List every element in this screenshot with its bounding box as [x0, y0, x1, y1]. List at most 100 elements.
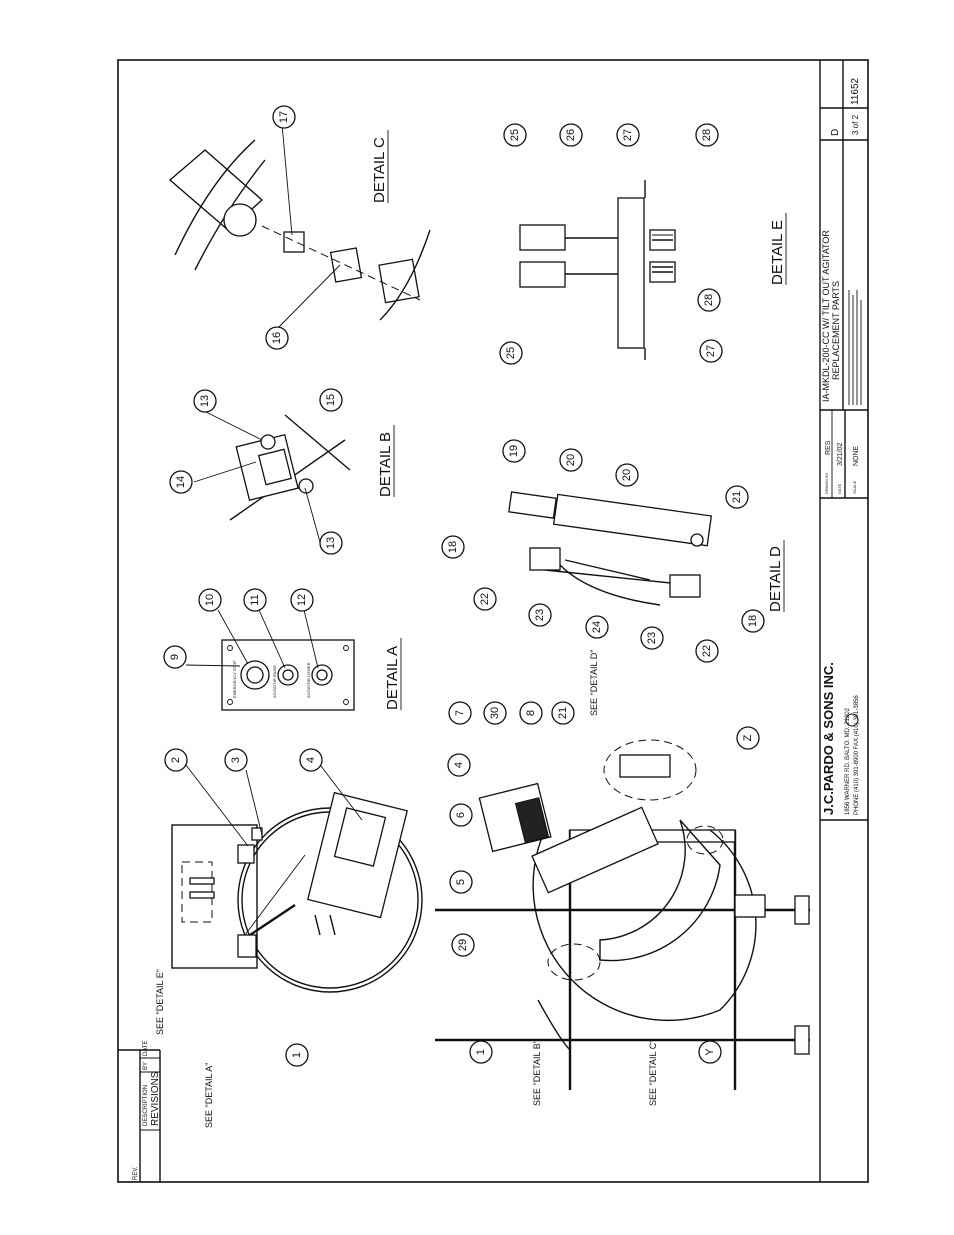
kettle-top-view [171, 791, 423, 993]
balloon-1: 1 [285, 1043, 309, 1067]
balloon-20-left: 20 [559, 448, 583, 472]
revisions-block: REVISIONS REV. DESCRIPTION BY DATE [118, 1040, 161, 1182]
see-detail-a-ref: SEE "DETAIL A" [204, 1063, 214, 1128]
svg-text:17: 17 [278, 111, 290, 123]
balloon-21: 21 [725, 485, 749, 509]
date-label: DATE [837, 483, 842, 494]
svg-text:11: 11 [249, 594, 261, 605]
title-block: J.C.PARDO & SONS INC. 1856 WARNER RD. BA… [819, 60, 868, 1182]
svg-text:22: 22 [701, 645, 713, 657]
svg-text:14: 14 [175, 476, 187, 488]
balloon-15: 15 [319, 388, 343, 412]
balloon-side-7: 7 [448, 701, 472, 725]
svg-text:25: 25 [505, 347, 517, 359]
detail-e-manifold [519, 180, 676, 360]
balloon-18-bottom: 18 [741, 609, 765, 633]
svg-text:3: 3 [230, 757, 242, 763]
revisions-header: REVISIONS [150, 1071, 161, 1126]
cylinder-body [552, 493, 713, 547]
balloon-26: 26 [559, 123, 583, 147]
manifold-body [617, 197, 645, 349]
svg-text:4: 4 [305, 757, 317, 763]
svg-text:8: 8 [525, 710, 537, 716]
balloon-17: 17 [272, 105, 296, 129]
balloon-side-30: 30 [483, 701, 507, 725]
svg-text:27: 27 [705, 345, 717, 357]
balloon-20-right: 20 [615, 463, 639, 487]
svg-text:Y: Y [704, 1048, 716, 1056]
svg-text:10: 10 [204, 594, 216, 606]
balloon-side-4: 4 [447, 753, 471, 777]
balloon-side-Y: Y [698, 1040, 722, 1064]
see-detail-c-ref: SEE "DETAIL C" [648, 1040, 658, 1106]
balloon-22-bottom: 22 [695, 639, 719, 663]
valve-assembly [237, 934, 257, 958]
svg-text:2: 2 [170, 757, 182, 763]
detail-c-label: DETAIL C [371, 137, 388, 203]
svg-text:9: 9 [169, 654, 181, 660]
drawing-number: 11652 [850, 77, 861, 105]
balloon-2: 2 [164, 748, 188, 772]
drawn-by-value: RES [825, 440, 832, 455]
balloon-side-29: 29 [451, 933, 475, 957]
callout-leaders [185, 123, 363, 936]
company-address: 1856 WARNER RD. BALTO. MD. 21202 [845, 707, 851, 815]
balloon-28-top: 28 [695, 123, 719, 147]
balloon-side-1: 1 [469, 1040, 493, 1064]
agitator-shaft [249, 904, 296, 936]
balloon-25-bottom: 25 [499, 341, 523, 365]
svg-text:7: 7 [454, 710, 466, 716]
svg-text:1: 1 [291, 1052, 303, 1058]
svg-text:19: 19 [508, 445, 520, 457]
scale-value: NONE [853, 445, 860, 466]
balloon-22-top: 22 [473, 587, 497, 611]
see-detail-e-ref: SEE "DETAIL E" [155, 969, 165, 1035]
date-column-label: DATE [143, 1040, 149, 1056]
by-column-label: BY [143, 1062, 149, 1070]
drawing-title-line1: IA-MKDL-200-CC W/ TILT OUT AGITATOR [821, 230, 831, 402]
svg-text:Z: Z [742, 734, 754, 741]
svg-text:18: 18 [447, 541, 459, 553]
balloon-28-bottom: 28 [697, 288, 721, 312]
company-phone: PHONE (410) 391-8900 FAX (410) 391-3856 [854, 695, 860, 815]
svg-text:24: 24 [591, 621, 603, 633]
svg-text:21: 21 [557, 707, 569, 719]
company-logo [845, 713, 859, 727]
sheet-size: D [830, 129, 841, 136]
svg-text:26: 26 [565, 129, 577, 141]
title-notes [848, 290, 862, 405]
balloon-16: 16 [265, 326, 289, 350]
balloon-9: 9 [163, 645, 187, 669]
svg-text:23: 23 [534, 609, 546, 621]
detail-d-cylinder [508, 491, 713, 606]
balloon-side-8: 8 [519, 701, 543, 725]
svg-text:28: 28 [703, 294, 715, 306]
balloon-18-top: 18 [441, 535, 465, 559]
detail-d-label: DETAIL D [767, 546, 784, 612]
balloon-23-bottom: 23 [640, 626, 664, 650]
kettle-bowl [599, 819, 721, 962]
company-name: J.C.PARDO & SONS INC. [821, 662, 836, 815]
description-column-label: DESCRIPTION [143, 1085, 149, 1126]
emergency-stop-label: EMERGENCY STOP [232, 660, 237, 698]
svg-text:22: 22 [479, 593, 491, 605]
see-detail-b-ref: SEE "DETAIL B" [532, 1040, 542, 1106]
balloon-19: 19 [502, 439, 526, 463]
balloon-side-21: 21 [551, 701, 575, 725]
balloon-13-bottom: 13 [319, 531, 343, 555]
balloon-4: 4 [299, 748, 323, 772]
svg-text:20: 20 [565, 454, 577, 466]
svg-text:16: 16 [271, 332, 283, 344]
detail-a-label: DETAIL A [384, 646, 401, 710]
svg-text:18: 18 [747, 615, 759, 627]
svg-text:23: 23 [646, 632, 658, 644]
rev-column-label: REV. [133, 1166, 139, 1180]
balloon-11: 11 [243, 588, 267, 612]
kettle-side-view [435, 739, 810, 1090]
control-box-outline [171, 824, 258, 969]
drawing-border [117, 59, 869, 1183]
agitator-arm [531, 806, 659, 894]
detail-e-label: DETAIL E [769, 220, 786, 285]
balloon-27-top: 27 [616, 123, 640, 147]
